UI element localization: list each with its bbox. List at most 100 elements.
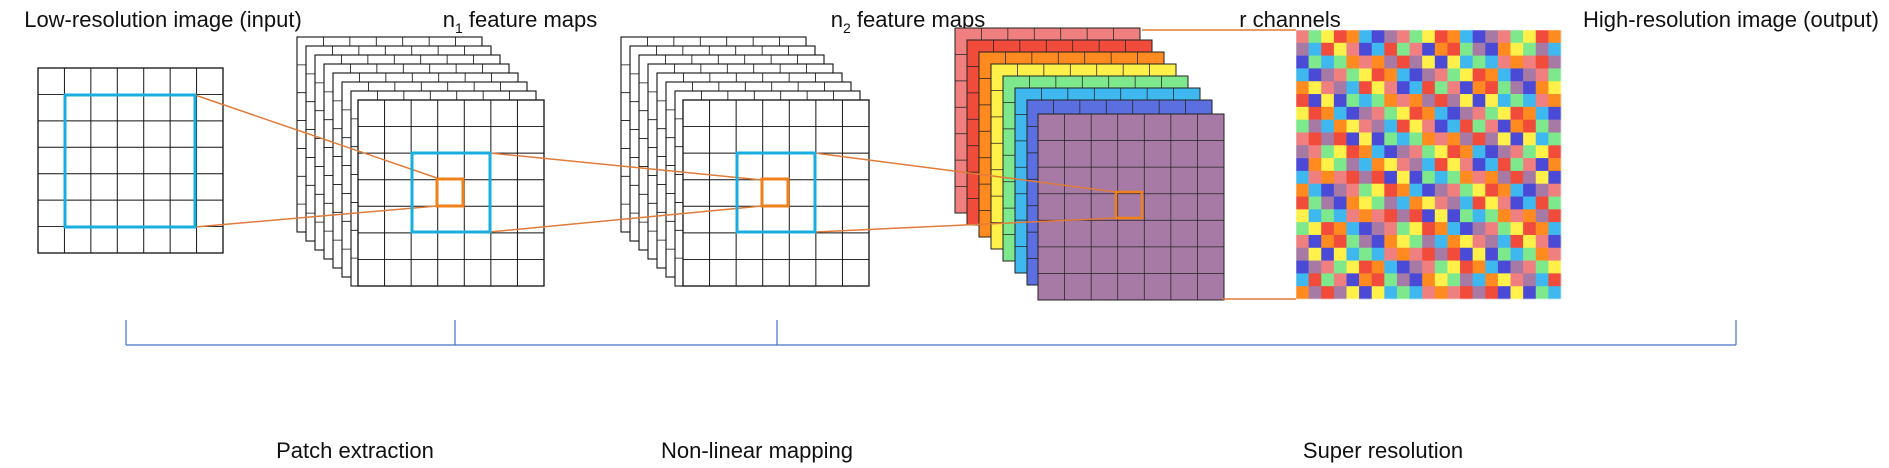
output-pixel bbox=[1321, 158, 1335, 172]
output-pixel bbox=[1497, 94, 1511, 108]
output-pixel bbox=[1371, 81, 1385, 95]
output-pixel bbox=[1296, 145, 1309, 159]
output-pixel bbox=[1485, 158, 1499, 172]
output-pixel bbox=[1485, 119, 1499, 133]
output-pixel bbox=[1485, 234, 1499, 249]
output-pixel bbox=[1396, 183, 1410, 197]
output-pixel bbox=[1308, 183, 1322, 197]
output-pixel bbox=[1396, 196, 1410, 210]
output-pixel bbox=[1510, 196, 1524, 210]
output-pixel bbox=[1447, 55, 1461, 69]
output-pixel bbox=[1359, 68, 1373, 82]
output-pixel bbox=[1396, 42, 1410, 56]
output-pixel bbox=[1321, 81, 1335, 95]
output-pixel bbox=[1460, 145, 1473, 159]
output-pixel bbox=[1510, 81, 1524, 95]
output-pixel bbox=[1523, 286, 1537, 300]
output-pixel bbox=[1396, 247, 1410, 261]
output-pixel bbox=[1485, 286, 1499, 300]
output-pixel bbox=[1409, 170, 1423, 185]
output-pixel bbox=[1548, 68, 1562, 82]
output-pixel bbox=[1359, 81, 1373, 95]
stage-label-super-resolution: Super resolution bbox=[1303, 438, 1463, 463]
output-pixel bbox=[1447, 234, 1461, 249]
output-pixel bbox=[1321, 209, 1335, 223]
output-pixel bbox=[1460, 170, 1473, 185]
output-pixel bbox=[1409, 196, 1423, 210]
output-pixel bbox=[1296, 260, 1309, 274]
output-pixel bbox=[1434, 247, 1448, 261]
output-pixel bbox=[1333, 209, 1347, 223]
output-pixel bbox=[1497, 119, 1511, 133]
output-pixel bbox=[1396, 106, 1410, 120]
output-pixel bbox=[1333, 247, 1347, 261]
output-pixel bbox=[1396, 68, 1410, 82]
output-pixel bbox=[1333, 42, 1347, 56]
connector-line bbox=[194, 94, 438, 179]
output-pixel bbox=[1308, 119, 1322, 133]
output-pixel bbox=[1535, 145, 1549, 159]
output-pixel bbox=[1460, 183, 1473, 197]
output-pixel bbox=[1384, 119, 1398, 133]
output-pixel bbox=[1396, 170, 1410, 185]
output-pixel bbox=[1434, 145, 1448, 159]
output-pixel bbox=[1296, 132, 1309, 146]
title-r-channels: r channels bbox=[1239, 7, 1341, 32]
output-pixel bbox=[1548, 247, 1562, 261]
output-pixel bbox=[1321, 42, 1335, 56]
output-pixel bbox=[1422, 196, 1436, 210]
output-pixel bbox=[1321, 119, 1335, 133]
output-pixel bbox=[1510, 158, 1524, 172]
sheet-frame bbox=[357, 99, 545, 287]
output-pixel bbox=[1422, 145, 1436, 159]
output-pixel bbox=[1548, 196, 1562, 210]
output-pixel bbox=[1409, 30, 1423, 44]
output-pixel bbox=[1548, 222, 1562, 236]
output-pixel bbox=[1472, 234, 1486, 249]
connector-lines bbox=[194, 29, 1296, 300]
output-pixel bbox=[1409, 68, 1423, 82]
output-pixel bbox=[1497, 234, 1511, 249]
n1-output-box bbox=[435, 177, 465, 208]
output-pixel bbox=[1346, 55, 1360, 69]
output-pixel bbox=[1422, 55, 1436, 69]
output-pixel bbox=[1523, 158, 1537, 172]
output-pixel bbox=[1359, 106, 1373, 120]
output-pixel bbox=[1409, 55, 1423, 69]
output-pixel bbox=[1359, 183, 1373, 197]
input-receptive-box bbox=[63, 93, 197, 229]
output-pixel bbox=[1396, 222, 1410, 236]
output-pixel bbox=[1296, 234, 1309, 249]
output-pixel bbox=[1447, 158, 1461, 172]
output-pixel bbox=[1409, 132, 1423, 146]
output-pixel bbox=[1409, 234, 1423, 249]
output-pixel bbox=[1321, 106, 1335, 120]
output-pixel bbox=[1447, 42, 1461, 56]
output-pixel bbox=[1409, 273, 1423, 287]
n2-feature-map-stack bbox=[620, 36, 870, 287]
output-pixel bbox=[1460, 209, 1473, 223]
output-pixel bbox=[1296, 55, 1309, 69]
output-pixel bbox=[1434, 209, 1448, 223]
output-pixel bbox=[1346, 170, 1360, 185]
receptive-field-boxes bbox=[63, 93, 1144, 234]
output-pixel bbox=[1359, 209, 1373, 223]
output-pixel bbox=[1472, 260, 1486, 274]
output-pixel bbox=[1548, 260, 1562, 274]
output-pixel bbox=[1434, 183, 1448, 197]
output-pixel bbox=[1321, 68, 1335, 82]
output-pixel bbox=[1447, 247, 1461, 261]
output-pixel bbox=[1447, 68, 1461, 82]
output-pixel bbox=[1346, 209, 1360, 223]
output-pixel bbox=[1460, 260, 1473, 274]
output-pixel bbox=[1497, 273, 1511, 287]
output-pixel bbox=[1384, 145, 1398, 159]
output-pixel bbox=[1510, 42, 1524, 56]
n1-receptive-box bbox=[410, 151, 492, 234]
output-pixel bbox=[1434, 55, 1448, 69]
output-pixel bbox=[1523, 247, 1537, 261]
output-pixel bbox=[1346, 196, 1360, 210]
output-pixel bbox=[1523, 55, 1537, 69]
output-pixel bbox=[1510, 209, 1524, 223]
output-pixel bbox=[1384, 42, 1398, 56]
